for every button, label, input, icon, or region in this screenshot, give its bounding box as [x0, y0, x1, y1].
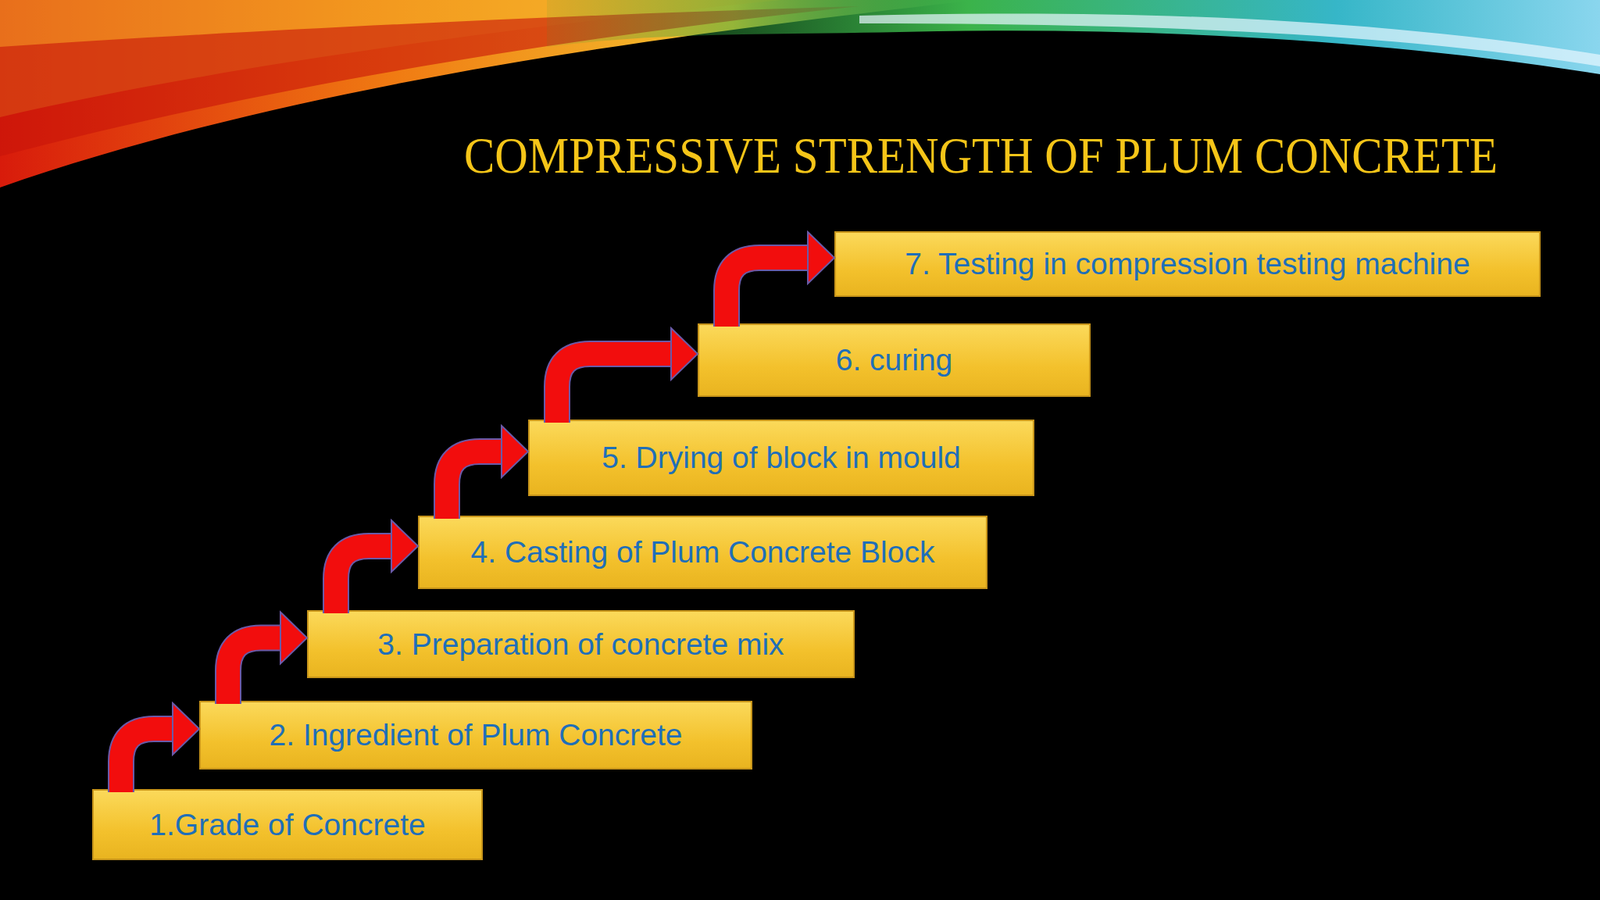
step-box: 7. Testing in compression testing machin…: [834, 231, 1541, 297]
arrow-shaft: [557, 353, 673, 423]
arrow-shaft: [228, 638, 283, 705]
step-arrow: [726, 232, 835, 327]
arrow-shaft: [726, 257, 810, 327]
step-label: 7. Testing in compression testing machin…: [904, 246, 1470, 282]
arrow-head: [391, 520, 418, 572]
step-arrow: [228, 612, 308, 705]
arrow-outline: [228, 638, 283, 705]
step-arrow: [121, 703, 200, 793]
step-label: 2. Ingredient of Plum Concrete: [269, 717, 683, 753]
step-box: 6. curing: [697, 323, 1091, 397]
cool-streak: [859, 13, 1600, 67]
arrow-shaft: [121, 728, 175, 793]
slide-title: COMPRESSIVE STRENGTH OF PLUM CONCRETE: [464, 125, 1498, 186]
arrow-head: [501, 425, 529, 478]
step-arrow: [335, 520, 418, 614]
step-box: 3. Preparation of concrete mix: [307, 610, 855, 679]
step-arrow: [557, 328, 698, 423]
step-box: 4. Casting of Plum Concrete Block: [417, 515, 988, 590]
step-label: 6. curing: [835, 342, 954, 378]
step-label: 5. Drying of block in mould: [601, 440, 961, 475]
arrow-outline: [446, 451, 504, 519]
arrow-outline: [335, 546, 393, 614]
step-box: 5. Drying of block in mould: [528, 419, 1035, 497]
arrow-head: [671, 328, 698, 380]
arrow-outline: [121, 728, 175, 793]
step-label: 1.Grade of Concrete: [149, 807, 425, 843]
step-box: 1.Grade of Concrete: [92, 789, 483, 861]
arrow-shaft: [446, 451, 504, 519]
cool-streak: [546, 0, 1600, 75]
step-label: 3. Preparation of concrete mix: [377, 627, 784, 662]
step-box: 2. Ingredient of Plum Concrete: [199, 700, 753, 770]
step-arrow: [446, 425, 529, 519]
arrow-head: [172, 703, 200, 755]
step-label: 4. Casting of Plum Concrete Block: [471, 535, 936, 570]
arrow-shaft: [335, 546, 393, 614]
arrow-head: [280, 612, 308, 665]
arrow-outline: [726, 257, 810, 327]
arrow-head: [807, 232, 835, 284]
arrow-outline: [557, 353, 673, 423]
